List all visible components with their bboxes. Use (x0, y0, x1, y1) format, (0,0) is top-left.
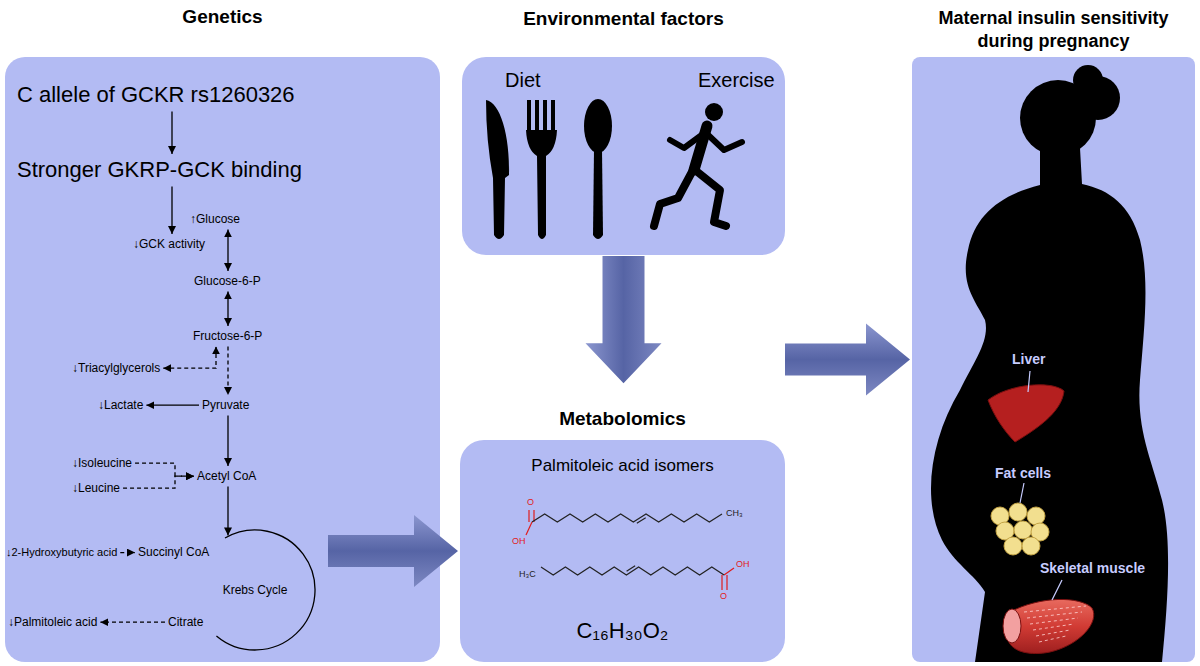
panel-ground (5, 57, 440, 662)
atom-label: H₃C (519, 569, 536, 580)
atom-label: OH (512, 536, 526, 547)
node-text: C₁₆H₃₀O₂ (460, 618, 785, 644)
pathway-arrow (123, 476, 194, 488)
pathway-step: Glucose-6-P (194, 274, 261, 288)
node-text: C allele of GCKR rs1260326 (17, 82, 295, 108)
atom-label: O (527, 497, 534, 508)
node-text: ↓Isoleucine (72, 456, 132, 470)
cycle-arc (216, 530, 315, 650)
atom-label: OH (736, 559, 750, 570)
pathway-arrow (227, 291, 228, 326)
pathway-step: ↓GCK activity (133, 237, 205, 251)
pathway-step: ↓Triacylglycerols (72, 361, 160, 375)
runner-icon (654, 103, 742, 226)
pathway-arrow (171, 111, 172, 154)
muscle-striation (1033, 624, 1074, 630)
pathway-step: ↓Lactate (98, 398, 143, 412)
panel-ground (462, 57, 785, 255)
muscle-striation (1030, 618, 1078, 624)
muscle-striation (1027, 612, 1082, 618)
pathway-arrow (135, 463, 194, 476)
pathway-step: C allele of GCKR rs1260326 (17, 82, 295, 108)
panel-box: MetabolomicsPalmitoleic acid isomersC₁₆H… (460, 440, 785, 662)
woman-silhouette (931, 65, 1168, 662)
block-arrow (785, 324, 910, 396)
pathway-arrow (227, 486, 228, 535)
pathway-step: Fructose-6-P (193, 329, 262, 343)
muscle-striation (1024, 606, 1086, 612)
node-text: ↓Leucine (72, 481, 120, 495)
node-text: ↑Glucose (190, 212, 240, 226)
pathway-arrow (171, 186, 172, 234)
carbon-chain (532, 514, 722, 522)
panel-ground (460, 440, 785, 662)
pathway-step: ↓Palmitoleic acid (8, 615, 97, 629)
cycle-circle: Krebs Cycle (193, 528, 317, 652)
cutlery-icon (486, 99, 612, 239)
block-arrow (328, 515, 458, 587)
pathway-step: ↑Glucose (190, 212, 240, 226)
molecule-structure (526, 510, 734, 590)
pathway-step: ↓2-Hydroxybutyric acid (6, 546, 117, 559)
organ-label: Fat cells (995, 465, 1051, 482)
pathway-arrow (100, 622, 165, 623)
organ-label: Liver (1012, 351, 1045, 368)
node-text: ↓GCK activity (133, 237, 205, 251)
panel-heading: Metabolomics (493, 407, 753, 431)
muscle-striation (1036, 630, 1070, 636)
panel-heading: Genetics (113, 5, 333, 29)
node-text: ↓Triacylglycerols (72, 361, 160, 375)
pathway-arrow (227, 415, 228, 466)
node-text: Palmitoleic acid isomers (460, 456, 785, 476)
node-text: Diet (505, 68, 541, 92)
carbon-chain (541, 567, 724, 575)
node-text: Glucose-6-P (194, 274, 261, 288)
atom-label: O (720, 591, 727, 602)
liver-organ (988, 385, 1064, 442)
node-text: ↓Lactate (98, 398, 143, 412)
block-arrow (586, 256, 662, 383)
muscle-illustration (1003, 599, 1094, 653)
panel-heading: Maternal insulin sensitivity during preg… (911, 7, 1197, 52)
pathway-arrow (146, 405, 199, 406)
organ-label: Skeletal muscle (1040, 560, 1145, 577)
pathway-step: Acetyl CoA (197, 469, 256, 483)
node-text: Citrate (168, 615, 203, 629)
node-text: ↓2-Hydroxybutyric acid (6, 546, 117, 559)
double-bond (637, 518, 646, 524)
pathway-arrow (120, 552, 135, 553)
panel-heading: Environmental factors (484, 7, 764, 31)
muscle-striation (1039, 636, 1066, 642)
node-text: Pyruvate (202, 398, 249, 412)
node-text: Exercise (698, 68, 775, 92)
node-text: Fructose-6-P (193, 329, 262, 343)
node-text: Succinyl CoA (138, 545, 209, 559)
pathway-step: ↓Leucine (72, 481, 120, 495)
pathway-step: Stronger GKRP-GCK binding (17, 157, 302, 183)
pathway-arrow (227, 346, 228, 395)
pathway-step: ↓Isoleucine (72, 456, 132, 470)
panel-box: GeneticsC allele of GCKR rs1260326Strong… (5, 57, 440, 662)
pathway-step: Citrate (168, 615, 203, 629)
panel-box: Environmental factorsDietExercise (462, 57, 785, 255)
atom-label: CH₃ (726, 508, 743, 519)
pathway-arrow (227, 229, 228, 271)
node-text: Acetyl CoA (197, 469, 256, 483)
node-text: Krebs Cycle (223, 583, 288, 597)
double-bond (627, 566, 636, 572)
node-text: Stronger GKRP-GCK binding (17, 157, 302, 183)
pathway-arrow (163, 346, 216, 368)
pathway-step: Pyruvate (202, 398, 249, 412)
fat-cells (991, 503, 1049, 555)
panel-ground (912, 57, 1195, 662)
pathway-step: Succinyl CoA (138, 545, 209, 559)
node-text: ↓Palmitoleic acid (8, 615, 97, 629)
